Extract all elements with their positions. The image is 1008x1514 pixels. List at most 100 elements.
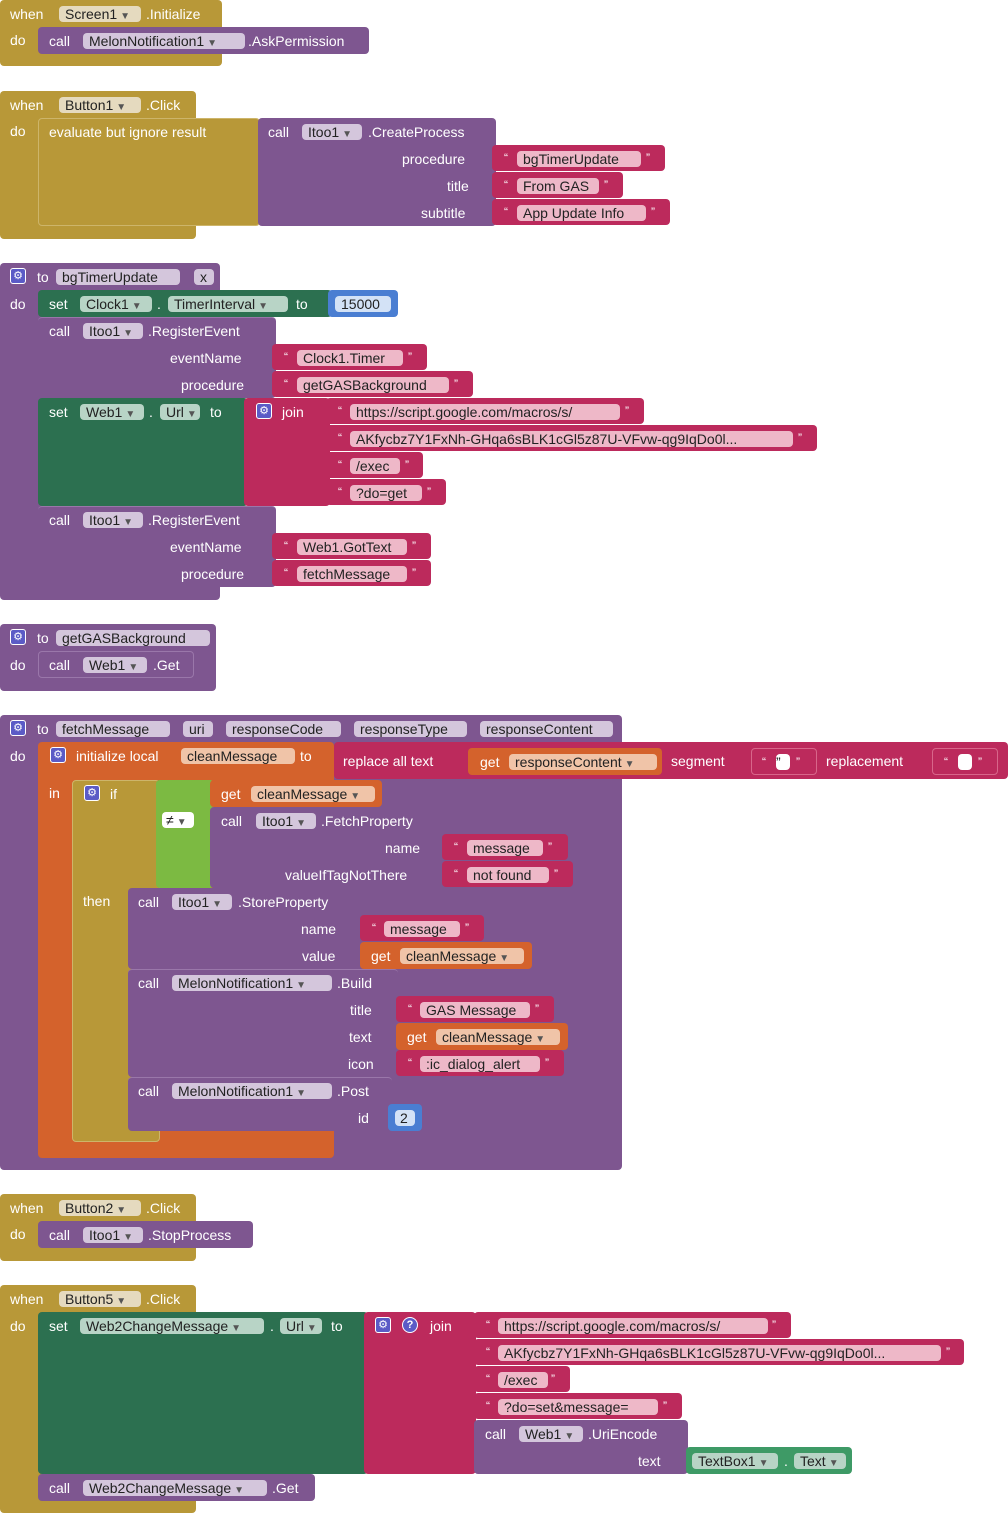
call-block-fetchproperty[interactable] bbox=[210, 807, 446, 888]
text-value[interactable]: bgTimerUpdate bbox=[517, 151, 641, 167]
evaluate-ignore-label: evaluate but ignore result bbox=[49, 124, 207, 140]
replace-all-text-block[interactable] bbox=[334, 742, 1008, 779]
call-block-registerevent[interactable] bbox=[38, 506, 276, 587]
call-block-createprocess[interactable] bbox=[258, 118, 496, 226]
local-variable-name-field[interactable]: cleanMessage bbox=[181, 748, 295, 764]
property-dropdown[interactable]: Text▼ bbox=[794, 1453, 846, 1469]
gear-icon[interactable]: ⚙ bbox=[10, 268, 26, 284]
gear-icon[interactable]: ⚙ bbox=[10, 629, 26, 645]
component-dropdown[interactable]: Itoo1▼ bbox=[83, 323, 143, 339]
call-block-storeproperty[interactable] bbox=[128, 888, 364, 969]
method-name: .Post bbox=[337, 1083, 369, 1099]
text-value[interactable]: Clock1.Timer bbox=[297, 350, 403, 366]
parameter-field[interactable]: responseContent bbox=[480, 721, 613, 737]
call-label: call bbox=[221, 813, 243, 829]
text-value[interactable]: From GAS bbox=[517, 178, 599, 194]
text-value[interactable]: AKfycbz7Y1FxNh-GHqa6sBLK1cGl5z87U-VFvw-q… bbox=[350, 431, 793, 447]
component-dropdown[interactable]: Itoo1▼ bbox=[83, 1227, 143, 1243]
parameter-field[interactable]: x bbox=[194, 269, 214, 285]
join-block[interactable] bbox=[364, 1312, 476, 1474]
variable-dropdown[interactable]: cleanMessage▼ bbox=[251, 786, 375, 802]
compare-block[interactable] bbox=[156, 780, 214, 888]
text-value[interactable]: getGASBackground bbox=[297, 377, 449, 393]
variable-dropdown[interactable]: cleanMessage▼ bbox=[436, 1029, 560, 1045]
get-label: get bbox=[480, 754, 500, 770]
component-dropdown[interactable]: Itoo1▼ bbox=[302, 124, 362, 140]
param-label: eventName bbox=[170, 350, 242, 366]
to-label: to bbox=[300, 748, 312, 764]
text-value[interactable]: :ic_dialog_alert bbox=[420, 1056, 540, 1072]
text-value[interactable]: fetchMessage bbox=[297, 566, 407, 582]
text-value[interactable]: not found bbox=[467, 867, 549, 883]
component-dropdown[interactable]: Itoo1▼ bbox=[172, 894, 232, 910]
chevron-down-icon: ▼ bbox=[125, 409, 136, 420]
component-dropdown[interactable]: MelonNotification1▼ bbox=[172, 1083, 332, 1099]
parameter-field[interactable]: responseType bbox=[354, 721, 467, 737]
set-label: set bbox=[49, 404, 68, 420]
text-value[interactable]: https://script.google.com/macros/s/ bbox=[498, 1318, 768, 1334]
number-value[interactable]: 15000 bbox=[335, 296, 391, 312]
procedure-name-field[interactable]: bgTimerUpdate bbox=[56, 269, 180, 285]
component-dropdown[interactable]: Button5▼ bbox=[59, 1291, 141, 1307]
operator-dropdown[interactable]: ≠▼ bbox=[162, 812, 194, 828]
component-dropdown[interactable]: Web1▼ bbox=[83, 657, 147, 673]
text-value[interactable]: message bbox=[467, 840, 543, 856]
param-label: name bbox=[301, 921, 337, 937]
text-value[interactable]: Web1.GotText bbox=[297, 539, 407, 555]
gear-icon[interactable]: ⚙ bbox=[375, 1317, 391, 1333]
component-dropdown[interactable]: MelonNotification1▼ bbox=[172, 975, 332, 991]
gear-icon[interactable]: ⚙ bbox=[84, 785, 100, 801]
component-dropdown[interactable]: Web1▼ bbox=[519, 1426, 583, 1442]
get-label: get bbox=[221, 786, 241, 802]
text-value[interactable]: https://script.google.com/macros/s/ bbox=[350, 404, 620, 420]
open-quote-icon: “ bbox=[372, 921, 376, 935]
component-dropdown[interactable]: Web1▼ bbox=[80, 404, 144, 420]
to-label: to bbox=[37, 630, 49, 646]
empty-text-value[interactable] bbox=[958, 754, 972, 770]
component-dropdown[interactable]: Button1▼ bbox=[59, 97, 141, 113]
property-dropdown[interactable]: Url▼ bbox=[280, 1318, 322, 1334]
variable-dropdown[interactable]: responseContent▼ bbox=[509, 754, 657, 770]
text-value[interactable]: /exec bbox=[350, 458, 400, 474]
close-quote-icon: ” bbox=[548, 840, 552, 854]
text-value[interactable]: ?do=get bbox=[350, 485, 422, 501]
component-dropdown[interactable]: TextBox1▼ bbox=[692, 1453, 778, 1469]
param-label: procedure bbox=[181, 566, 245, 582]
method-name: .StopProcess bbox=[148, 1227, 232, 1243]
property-dropdown[interactable]: Url▼ bbox=[160, 404, 200, 420]
text-value[interactable]: AKfycbz7Y1FxNh-GHqa6sBLK1cGl5z87U-VFvw-q… bbox=[498, 1345, 941, 1361]
to-label: to bbox=[37, 269, 49, 285]
set-block-web2changemessage-url[interactable] bbox=[38, 1312, 368, 1474]
variable-dropdown[interactable]: cleanMessage▼ bbox=[400, 948, 524, 964]
chevron-down-icon: ▼ bbox=[231, 1323, 242, 1334]
property-dropdown[interactable]: TimerInterval▼ bbox=[168, 296, 288, 312]
call-label: call bbox=[485, 1426, 507, 1442]
text-value[interactable]: ?do=set&message= bbox=[498, 1399, 658, 1415]
text-value[interactable]: App Update Info bbox=[517, 205, 646, 221]
call-block-stopprocess[interactable] bbox=[38, 1221, 253, 1248]
component-dropdown[interactable]: Itoo1▼ bbox=[256, 813, 316, 829]
component-dropdown[interactable]: Button2▼ bbox=[59, 1200, 141, 1216]
gear-icon[interactable]: ⚙ bbox=[256, 403, 272, 419]
component-dropdown[interactable]: Web2ChangeMessage▼ bbox=[80, 1318, 264, 1334]
component-dropdown[interactable]: Itoo1▼ bbox=[83, 512, 143, 528]
procedure-name-field[interactable]: fetchMessage bbox=[56, 721, 170, 737]
component-dropdown[interactable]: MelonNotification1▼ bbox=[83, 33, 245, 49]
chevron-down-icon: ▼ bbox=[212, 899, 223, 910]
gear-icon[interactable]: ⚙ bbox=[10, 720, 26, 736]
component-dropdown[interactable]: Screen1▼ bbox=[59, 6, 141, 22]
help-icon[interactable]: ? bbox=[402, 1317, 418, 1333]
component-dropdown[interactable]: Web2ChangeMessage▼ bbox=[83, 1480, 267, 1496]
text-value[interactable]: message bbox=[384, 921, 460, 937]
parameter-field[interactable]: responseCode bbox=[226, 721, 341, 737]
text-value[interactable]: ” bbox=[776, 754, 790, 770]
component-dropdown[interactable]: Clock1▼ bbox=[80, 296, 152, 312]
parameter-field[interactable]: uri bbox=[183, 721, 213, 737]
gear-icon[interactable]: ⚙ bbox=[50, 747, 66, 763]
open-quote-icon: “ bbox=[504, 205, 508, 219]
text-value[interactable]: GAS Message bbox=[420, 1002, 530, 1018]
procedure-name-field[interactable]: getGASBackground bbox=[56, 630, 210, 646]
number-value[interactable]: 2 bbox=[395, 1110, 415, 1126]
call-block-registerevent[interactable] bbox=[38, 317, 276, 398]
text-value[interactable]: /exec bbox=[498, 1372, 548, 1388]
